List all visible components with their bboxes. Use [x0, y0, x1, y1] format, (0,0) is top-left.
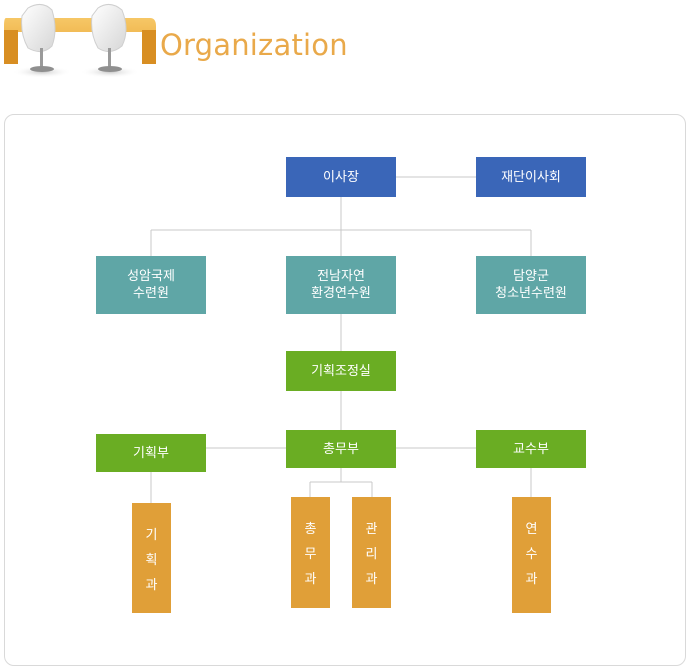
node-training-section-char-1: 연 [525, 522, 538, 537]
node-management-section-char-3: 과 [365, 572, 378, 587]
node-planning-section-char-2: 획 [145, 553, 158, 568]
node-general-affairs-section-char-1: 총 [304, 522, 317, 537]
node-training-section: 연 수 과 [512, 497, 551, 613]
node-planning-section: 기 획 과 [132, 503, 171, 613]
node-instruction-department: 교수부 [476, 430, 586, 468]
node-planning-section-char-1: 기 [145, 528, 158, 543]
chairs-illustration-icon [0, 0, 158, 80]
node-jeonnam-environment-institute: 전남자연 환경연수원 [286, 256, 396, 314]
node-damyang-line-1: 담양군 [513, 269, 549, 284]
node-general-affairs-section-char-3: 과 [304, 572, 317, 587]
node-general-affairs-department-label: 총무부 [323, 441, 359, 457]
node-management-section-char-2: 리 [365, 547, 378, 562]
node-foundation-board: 재단이사회 [476, 157, 586, 197]
node-seongam-line-2: 수련원 [133, 286, 169, 301]
node-general-affairs-section-char-2: 무 [304, 547, 317, 562]
node-seongam-line-1: 성암국제 [127, 269, 175, 284]
node-planning-coordination-office-label: 기획조정실 [311, 363, 371, 379]
node-planning-department-label: 기획부 [133, 445, 169, 461]
node-foundation-board-label: 재단이사회 [501, 169, 561, 185]
node-training-section-char-2: 수 [525, 547, 538, 562]
node-general-affairs-section: 총 무 과 [291, 497, 330, 608]
page-title: Organization [160, 28, 348, 62]
node-chairman: 이사장 [286, 157, 396, 197]
node-seongam-training-center: 성암국제 수련원 [96, 256, 206, 314]
node-planning-section-char-3: 과 [145, 578, 158, 593]
node-jeonnam-line-2: 환경연수원 [311, 286, 371, 301]
node-instruction-department-label: 교수부 [513, 441, 549, 457]
node-training-section-char-3: 과 [525, 572, 538, 587]
node-jeonnam-line-1: 전남자연 [317, 269, 365, 284]
node-planning-department: 기획부 [96, 434, 206, 472]
node-planning-coordination-office: 기획조정실 [286, 351, 396, 391]
node-management-section-char-1: 관 [365, 522, 378, 537]
node-general-affairs-department: 총무부 [286, 430, 396, 468]
node-management-section: 관 리 과 [352, 497, 391, 608]
node-damyang-youth-center: 담양군 청소년수련원 [476, 256, 586, 314]
node-damyang-line-2: 청소년수련원 [495, 286, 567, 301]
node-chairman-label: 이사장 [323, 169, 359, 185]
